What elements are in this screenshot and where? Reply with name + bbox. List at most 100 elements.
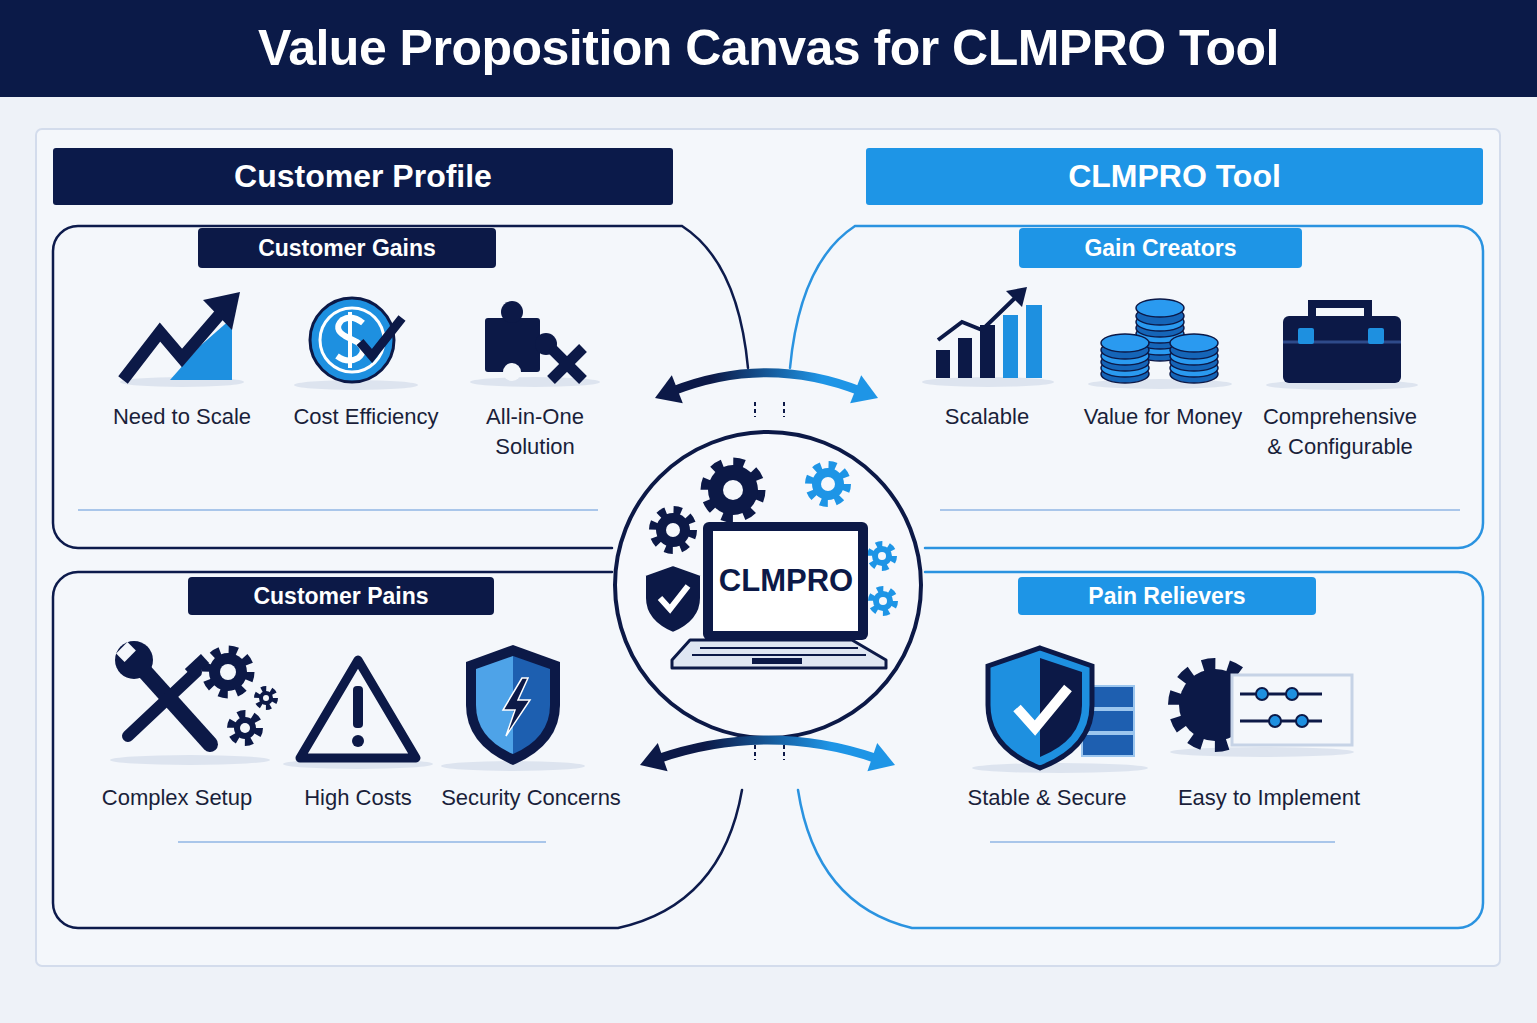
band-title: CLMPRO Tool	[866, 148, 1483, 205]
growth-chart-icon-part	[123, 314, 220, 380]
coin-stack-icon-part	[1136, 337, 1184, 355]
shield-check-icon	[988, 648, 1134, 768]
puzzle-icon-part	[485, 318, 540, 372]
panel-outline	[895, 572, 1483, 928]
dollar-check-icon-part	[310, 298, 394, 382]
warning-icon-part	[300, 660, 416, 758]
dollar-check-icon	[310, 298, 402, 382]
item-label: All-in-One Solution	[479, 402, 591, 462]
wrench-gears-icon	[115, 641, 275, 744]
gear-sliders-icon-part	[1175, 665, 1255, 745]
panel-outline	[878, 226, 1483, 548]
icon-shadows-part	[1170, 747, 1354, 757]
gear-sliders-icon-part	[1286, 688, 1298, 700]
arrow-head	[867, 743, 895, 771]
item-label: Cost Efficiency	[281, 402, 451, 432]
panel: Customer PainsComplex SetupHigh CostsSec…	[53, 572, 640, 928]
item-label: Stable & Secure	[957, 783, 1137, 813]
section-tab: Customer Pains	[188, 577, 494, 615]
coin-stack-icon-part	[1136, 299, 1184, 317]
item-label: Comprehensive & Configurable	[1260, 402, 1420, 462]
icon-shadows-part	[120, 377, 244, 387]
panel-outline	[53, 572, 742, 928]
puzzle-icon-part	[535, 333, 557, 355]
coin-stack-icon-part	[1101, 365, 1149, 383]
panel: Pain RelieversStable & Secure Easy to Imp…	[895, 572, 1483, 928]
hub-circle: CLMPRO	[613, 430, 923, 740]
warning-icon-part	[353, 686, 363, 728]
warning-icon	[300, 660, 416, 758]
wrench-gears-icon-part	[257, 689, 275, 707]
section-tab: Customer Gains	[198, 228, 496, 268]
gear-sliders-icon-part	[1296, 715, 1308, 727]
header-band: CLMPRO Tool	[866, 148, 1483, 205]
gear-sliders-icon	[1175, 665, 1352, 745]
outer-frame	[36, 129, 1500, 966]
coin-stack-icon-part	[1170, 341, 1218, 359]
separator-lines-part	[990, 841, 1335, 843]
bar-chart-icon-part	[936, 350, 950, 378]
growth-chart-icon	[123, 292, 240, 380]
arrow-shaft	[672, 373, 862, 392]
section-tab: Pain Relievers	[1018, 577, 1316, 615]
arrow-ticks-part	[754, 745, 756, 760]
gear-sliders-icon-part	[1240, 693, 1322, 696]
dollar-check-icon-part	[348, 312, 352, 368]
coin-stack-icon	[1101, 299, 1218, 383]
gear-sliders-icon-part	[1232, 675, 1352, 745]
arrow-ticks-part	[783, 402, 785, 417]
coin-stack-icon-part	[1101, 341, 1149, 359]
separator-lines-part	[78, 509, 598, 511]
page-title: Value Proposition Canvas for CLMPRO Tool	[0, 0, 1537, 97]
arrow-ticks-part	[783, 745, 785, 760]
puzzle-icon-part	[551, 348, 583, 380]
item-label: Need to Scale	[102, 402, 262, 432]
coin-stack-icon-part	[1101, 359, 1149, 377]
item-label: Scalable	[927, 402, 1047, 432]
coin-stack-icon-part	[1170, 365, 1218, 383]
shield-check-icon-part	[1040, 658, 1082, 757]
coin-stack-icon-part	[1136, 319, 1184, 337]
arrow-head	[655, 375, 683, 403]
double-arrow	[655, 373, 878, 403]
toolbox-icon-part	[1312, 304, 1368, 318]
wrench-gears-icon-part	[231, 714, 259, 742]
shield-check-icon-part	[988, 648, 1092, 768]
shield-lightning-icon	[466, 645, 560, 765]
wrench-gears-icon-part	[259, 691, 273, 705]
gear-sliders-icon-part	[1256, 688, 1268, 700]
coin-stack-icon-part	[1136, 343, 1184, 361]
puzzle-icon-part	[551, 348, 583, 380]
toolbox-icon	[1283, 304, 1401, 383]
icon-shadows-part	[283, 759, 433, 769]
wrench-gears-icon-part	[220, 664, 236, 680]
toolbox-icon-part	[1283, 341, 1401, 344]
shield-lightning-icon-part	[466, 645, 560, 765]
separator-lines-part	[940, 509, 1460, 511]
toolbox-icon-part	[1283, 316, 1401, 383]
wrench-gears-icon-part	[185, 654, 209, 678]
icon-shadows-part	[1266, 380, 1418, 390]
double-arrow	[640, 740, 895, 771]
bar-chart-icon-part	[980, 325, 995, 378]
shield-check-icon-part	[1082, 686, 1134, 708]
bar-chart-icon-part	[958, 338, 972, 378]
arrow-head	[640, 743, 668, 771]
coin-stack-icon-part	[1136, 307, 1184, 325]
item-label: Easy to Implement	[1169, 783, 1369, 813]
gear-sliders-icon-part	[1240, 720, 1322, 723]
arrow-shaft	[657, 740, 878, 759]
dollar-check-icon-part	[360, 318, 402, 356]
dollar-check-icon-part	[337, 318, 363, 361]
icon-shadows-part	[1088, 379, 1232, 389]
gear-sliders-icon-part	[1179, 669, 1251, 741]
arrow-head	[850, 375, 878, 403]
coin-stack-icon-part	[1170, 353, 1218, 371]
puzzle-icon	[485, 301, 583, 381]
wrench-gears-icon-part	[240, 723, 250, 733]
growth-chart-icon-part	[203, 292, 240, 330]
gear-sliders-icon-part	[1269, 715, 1281, 727]
icon-shadows-part	[922, 377, 1054, 387]
puzzle-icon-part	[503, 363, 521, 381]
shield-check-icon-part	[1082, 734, 1134, 756]
